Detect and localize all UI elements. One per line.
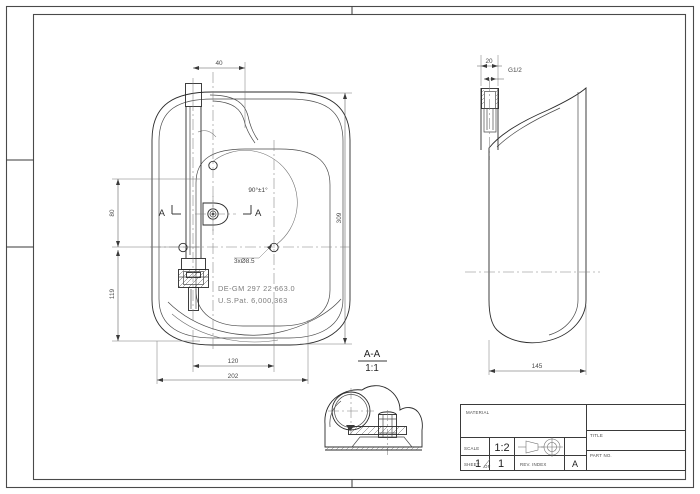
front-view-mounting-holes	[178, 160, 279, 253]
dimension-120-value: 120	[228, 358, 239, 365]
section-mark-a-right: A	[255, 208, 262, 219]
title-block-part-no-label: PART NO.	[590, 453, 612, 458]
dimension-202-value: 202	[228, 373, 239, 380]
side-view-neck	[480, 80, 499, 160]
dimension-119: 119	[109, 250, 200, 342]
title-block-sheet-of: OF	[484, 464, 491, 469]
front-view-bottom-curves	[167, 298, 342, 343]
front-view-outer-shell	[151, 91, 351, 346]
side-view: 20 G1/2 145	[465, 55, 600, 375]
dimension-145-value: 145	[532, 363, 543, 370]
dimension-20: 20	[477, 55, 502, 86]
section-mark-a-left: A	[159, 208, 166, 219]
dimension-145: 145	[488, 305, 587, 375]
thread-callout: G1/2	[484, 67, 522, 81]
front-view-center-lines	[150, 72, 350, 350]
title-block-sheet-label: SHEET	[464, 462, 480, 467]
title-block-rev-index-value[interactable]: A	[572, 459, 578, 469]
title-block-sheet-number[interactable]: 1	[475, 458, 481, 470]
first-angle-projection-icon	[518, 437, 563, 457]
section-hex-nut	[378, 410, 397, 455]
angle-tolerance-label: 90°±1°	[248, 186, 268, 194]
title-block-title-label: TITLE	[590, 433, 603, 438]
front-view-valve-assembly	[178, 258, 209, 311]
front-view-column	[185, 83, 202, 258]
dimension-119-value: 119	[109, 288, 116, 299]
dimension-309: 309	[300, 92, 352, 345]
title-block-scale-value[interactable]: 1:2	[494, 442, 509, 454]
dimension-40-value: 40	[215, 60, 223, 67]
thread-callout-label: G1/2	[508, 67, 522, 74]
side-view-body	[488, 87, 587, 344]
dimension-309-value: 309	[336, 212, 343, 223]
title-block-material-label: MATERIAL	[466, 410, 490, 415]
section-line-a-a: A A	[159, 205, 262, 219]
front-view: A A 40 309 80	[109, 60, 352, 384]
hole-callout: 3xØ8.5	[234, 244, 273, 265]
note-us-pat: U.S.Pat. 6,000,363	[218, 296, 288, 305]
section-view-a-a: A-A 1:1	[324, 349, 423, 455]
dimension-120: 120	[192, 300, 275, 372]
front-view-bolt-circle-arc	[212, 150, 298, 245]
title-block-scale-label: SCALE	[464, 446, 479, 451]
dimension-20-value: 20	[485, 58, 493, 65]
title-block-sheet-total[interactable]: 1	[498, 458, 504, 470]
section-base-surface	[325, 436, 422, 451]
front-view-inner-basin	[195, 148, 331, 327]
title-block-rev-index-label: REV. INDEX	[520, 462, 546, 467]
dimension-202: 202	[156, 320, 309, 384]
section-body-outline	[324, 385, 423, 448]
dimension-80-value: 80	[109, 209, 116, 217]
dimension-40: 40	[192, 60, 246, 128]
section-view-scale: 1:1	[365, 363, 379, 374]
center-register-ticks	[6, 6, 353, 488]
dimension-80: 80	[109, 178, 200, 248]
hole-callout-label: 3xØ8.5	[234, 258, 255, 265]
title-block: MATERIAL SCALE 1:2 SHEET 1 OF 1 REV. IND…	[460, 404, 686, 471]
note-de-gm: DE-GM 297 22 663.0	[218, 284, 295, 293]
front-view-spout-profile	[197, 94, 259, 144]
section-view-title: A-A	[364, 349, 381, 360]
